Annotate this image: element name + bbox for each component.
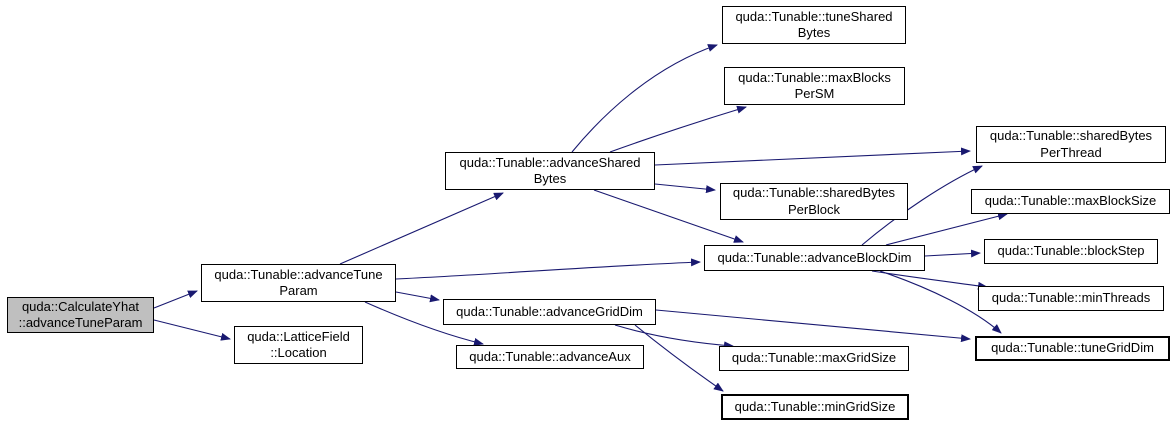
edge-calculateyhat-advancetuneparam-to-latticefield-location [153,319,231,341]
graph-node-maxgridsize[interactable]: quda::Tunable::maxGridSize [719,346,909,371]
graph-node-tunable-advancetuneparam[interactable]: quda::Tunable::advanceTune Param [201,264,396,302]
graph-node-tunesharedbytes[interactable]: quda::Tunable::tuneShared Bytes [722,6,906,44]
edge-advanceblockdim-to-tunegriddim [879,270,1002,334]
graph-node-maxblockspersm[interactable]: quda::Tunable::maxBlocks PerSM [724,67,905,105]
graph-node-advanceblockdim[interactable]: quda::Tunable::advanceBlockDim [704,245,925,271]
graph-node-minthreads[interactable]: quda::Tunable::minThreads [978,286,1164,311]
edge-advancesharedbytes-to-maxblockspersm [609,105,747,153]
edge-advancesharedbytes-to-sharedbytesperblock [654,183,716,194]
edge-calculateyhat-advancetuneparam-to-tunable-advancetuneparam [153,290,198,309]
graph-node-advancegriddim[interactable]: quda::Tunable::advanceGridDim [443,299,656,325]
graph-node-maxblocksize[interactable]: quda::Tunable::maxBlockSize [971,189,1170,214]
graph-node-tunegriddim[interactable]: quda::Tunable::tuneGridDim [975,336,1170,361]
edge-tunable-advancetuneparam-to-advanceblockdim [395,258,701,280]
edge-tunable-advancetuneparam-to-advancesharedbytes [339,192,504,265]
edge-advanceblockdim-to-maxblocksize [885,212,1008,246]
edge-tunable-advancetuneparam-to-advanceaux [364,301,484,346]
edge-advanceblockdim-to-blockstep [924,249,981,258]
edge-advancegriddim-to-maxgridsize [614,324,734,350]
edge-advancesharedbytes-to-advanceblockdim [593,189,744,243]
edge-advancegriddim-to-tunegriddim [655,309,971,343]
graph-node-sharedbytesperthread[interactable]: quda::Tunable::sharedBytes PerThread [976,126,1166,163]
edge-advancesharedbytes-to-sharedbytesperthread [654,147,971,166]
graph-node-calculateyhat-advancetuneparam: quda::CalculateYhat ::advanceTuneParam [7,297,154,333]
edge-tunable-advancetuneparam-to-advancegriddim [395,291,440,303]
graph-node-mingridsize[interactable]: quda::Tunable::minGridSize [721,394,909,420]
edge-advancesharedbytes-to-tunesharedbytes [571,44,718,153]
edge-advancegriddim-to-mingridsize [634,324,724,392]
graph-node-sharedbytesperblock[interactable]: quda::Tunable::sharedBytes PerBlock [720,183,908,220]
graph-node-advancesharedbytes[interactable]: quda::Tunable::advanceShared Bytes [445,152,655,190]
graph-node-blockstep[interactable]: quda::Tunable::blockStep [984,239,1158,264]
graph-node-advanceaux[interactable]: quda::Tunable::advanceAux [456,345,644,369]
graph-node-latticefield-location[interactable]: quda::LatticeField ::Location [234,326,363,364]
edge-advanceblockdim-to-minthreads [871,270,988,290]
edge-advanceblockdim-to-sharedbytesperthread [861,165,983,246]
